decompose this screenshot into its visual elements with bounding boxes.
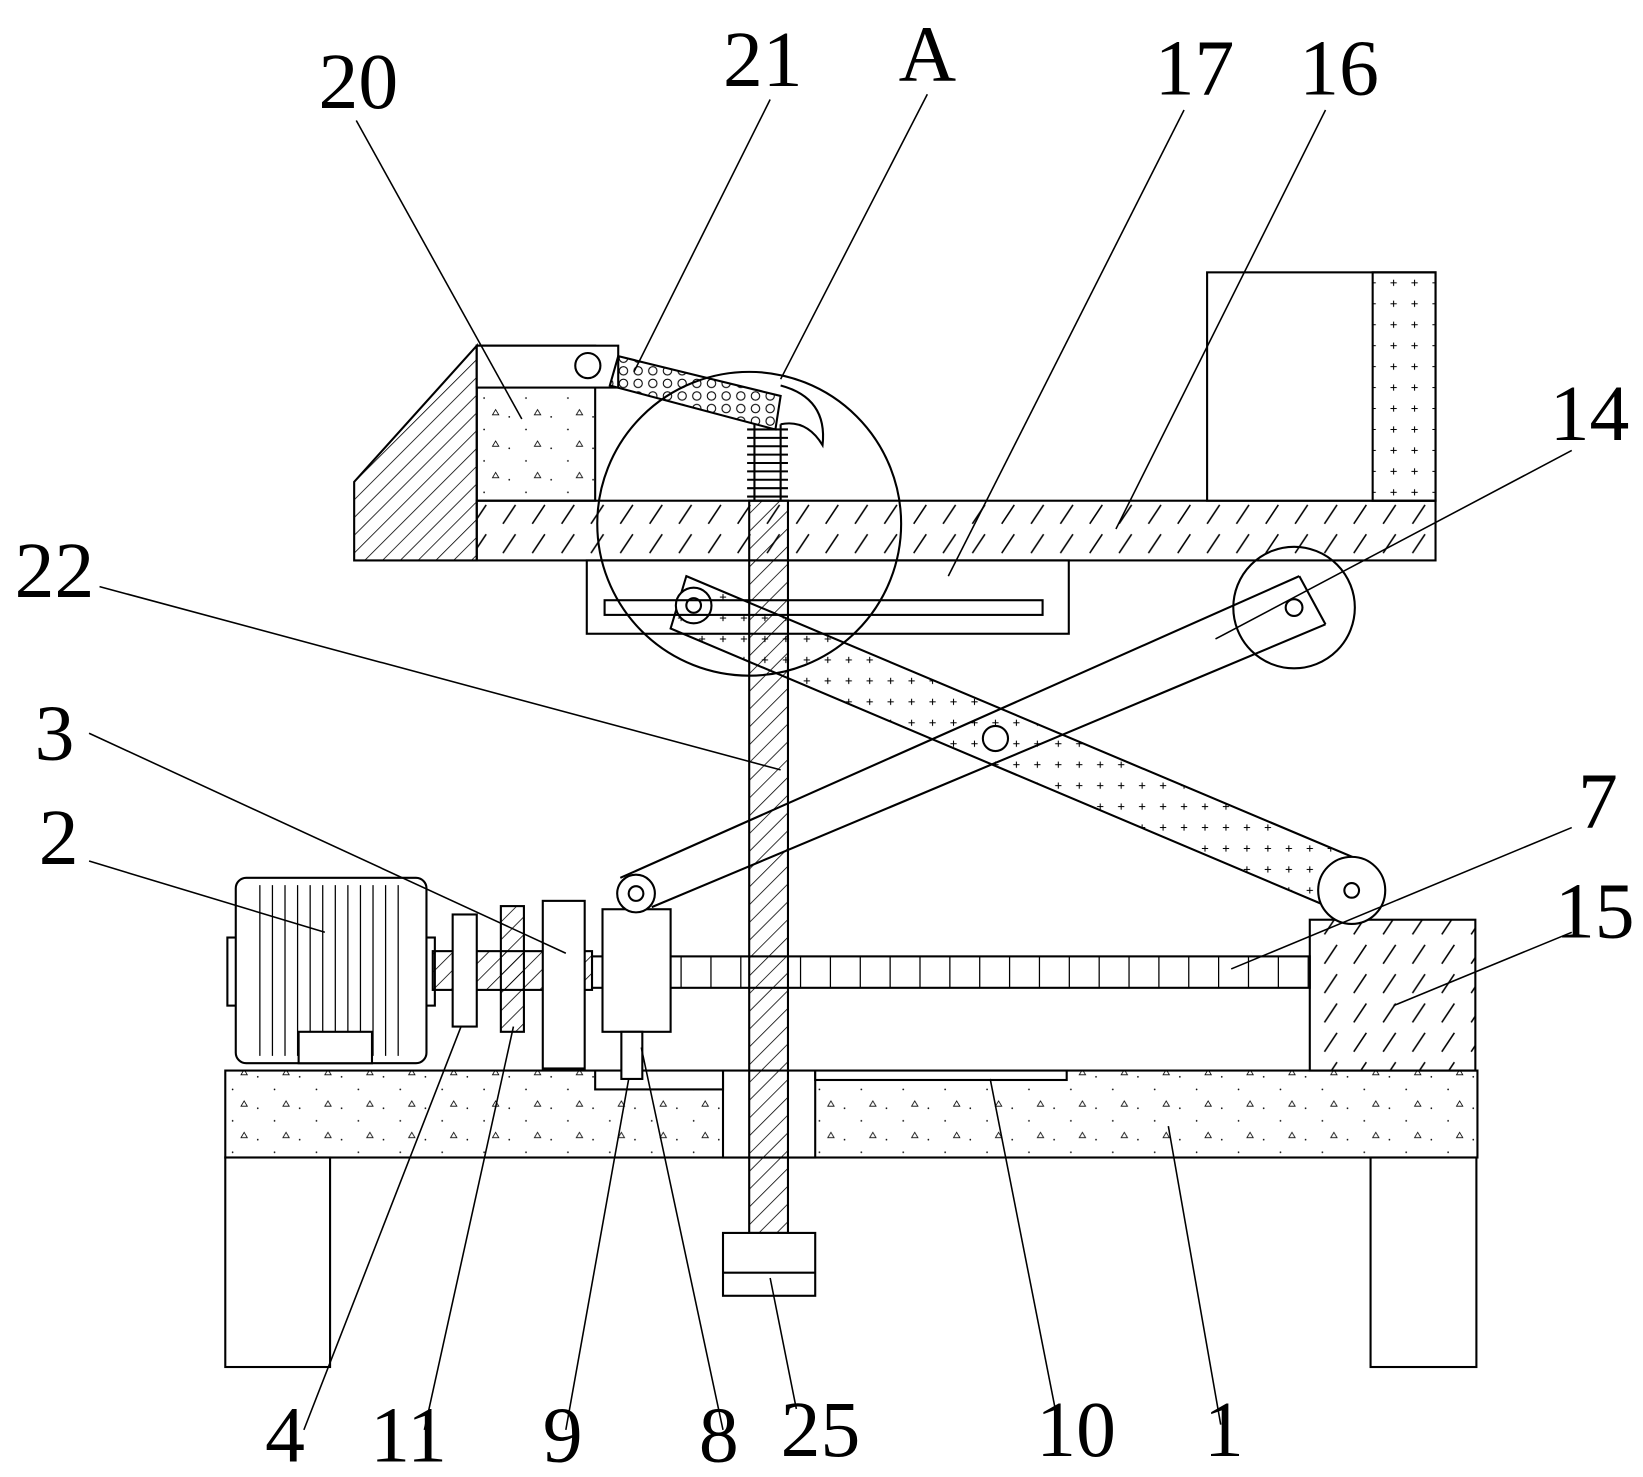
- bearing-block: [541, 899, 586, 1070]
- pivot: [981, 724, 1010, 753]
- label-15: 15: [1555, 868, 1635, 956]
- top-roller-pin: [685, 597, 703, 614]
- wedge: [353, 342, 478, 562]
- label-9: 9: [543, 1391, 583, 1477]
- label-A: A: [899, 11, 957, 99]
- rack: [590, 955, 1311, 989]
- hook: [780, 384, 825, 449]
- screw-knob: [721, 1231, 817, 1297]
- slider-foot: [620, 1030, 644, 1080]
- lead-screw: [748, 499, 790, 1234]
- label-17: 17: [1155, 24, 1235, 112]
- detail-circle-A: [596, 370, 903, 677]
- label-1: 1: [1204, 1386, 1244, 1474]
- label-7: 7: [1578, 758, 1618, 846]
- label-25: 25: [781, 1386, 861, 1474]
- end-roller-pin: [1343, 882, 1361, 899]
- spring: [747, 424, 788, 501]
- left-leg: [224, 1156, 332, 1369]
- slider-block: [601, 908, 672, 1033]
- top-plate: [475, 499, 1437, 562]
- label-8: 8: [699, 1391, 739, 1477]
- label-2: 2: [39, 794, 79, 882]
- label-4: 4: [265, 1391, 305, 1477]
- label-16: 16: [1299, 24, 1379, 112]
- support-block: [1308, 918, 1477, 1072]
- right-leg: [1369, 1156, 1478, 1369]
- bearing-4: [451, 913, 478, 1028]
- leader-lines: [88, 93, 1573, 1431]
- label-10: 10: [1036, 1386, 1116, 1474]
- label-14: 14: [1550, 370, 1630, 458]
- label-22: 22: [15, 527, 95, 615]
- label-20: 20: [319, 38, 399, 126]
- label-3: 3: [35, 689, 75, 777]
- hinge-pin: [574, 351, 602, 380]
- recess-10: [814, 1069, 1068, 1082]
- right-box-strip: [1371, 271, 1437, 502]
- label-11: 11: [370, 1391, 447, 1477]
- roller-pin: [627, 885, 645, 902]
- motor: [226, 876, 436, 1065]
- base-plate: [224, 1069, 1479, 1159]
- guide-slot: [603, 599, 1044, 616]
- recess-left: [594, 1069, 725, 1091]
- label-21: 21: [723, 16, 803, 104]
- guide-17: [585, 559, 1070, 635]
